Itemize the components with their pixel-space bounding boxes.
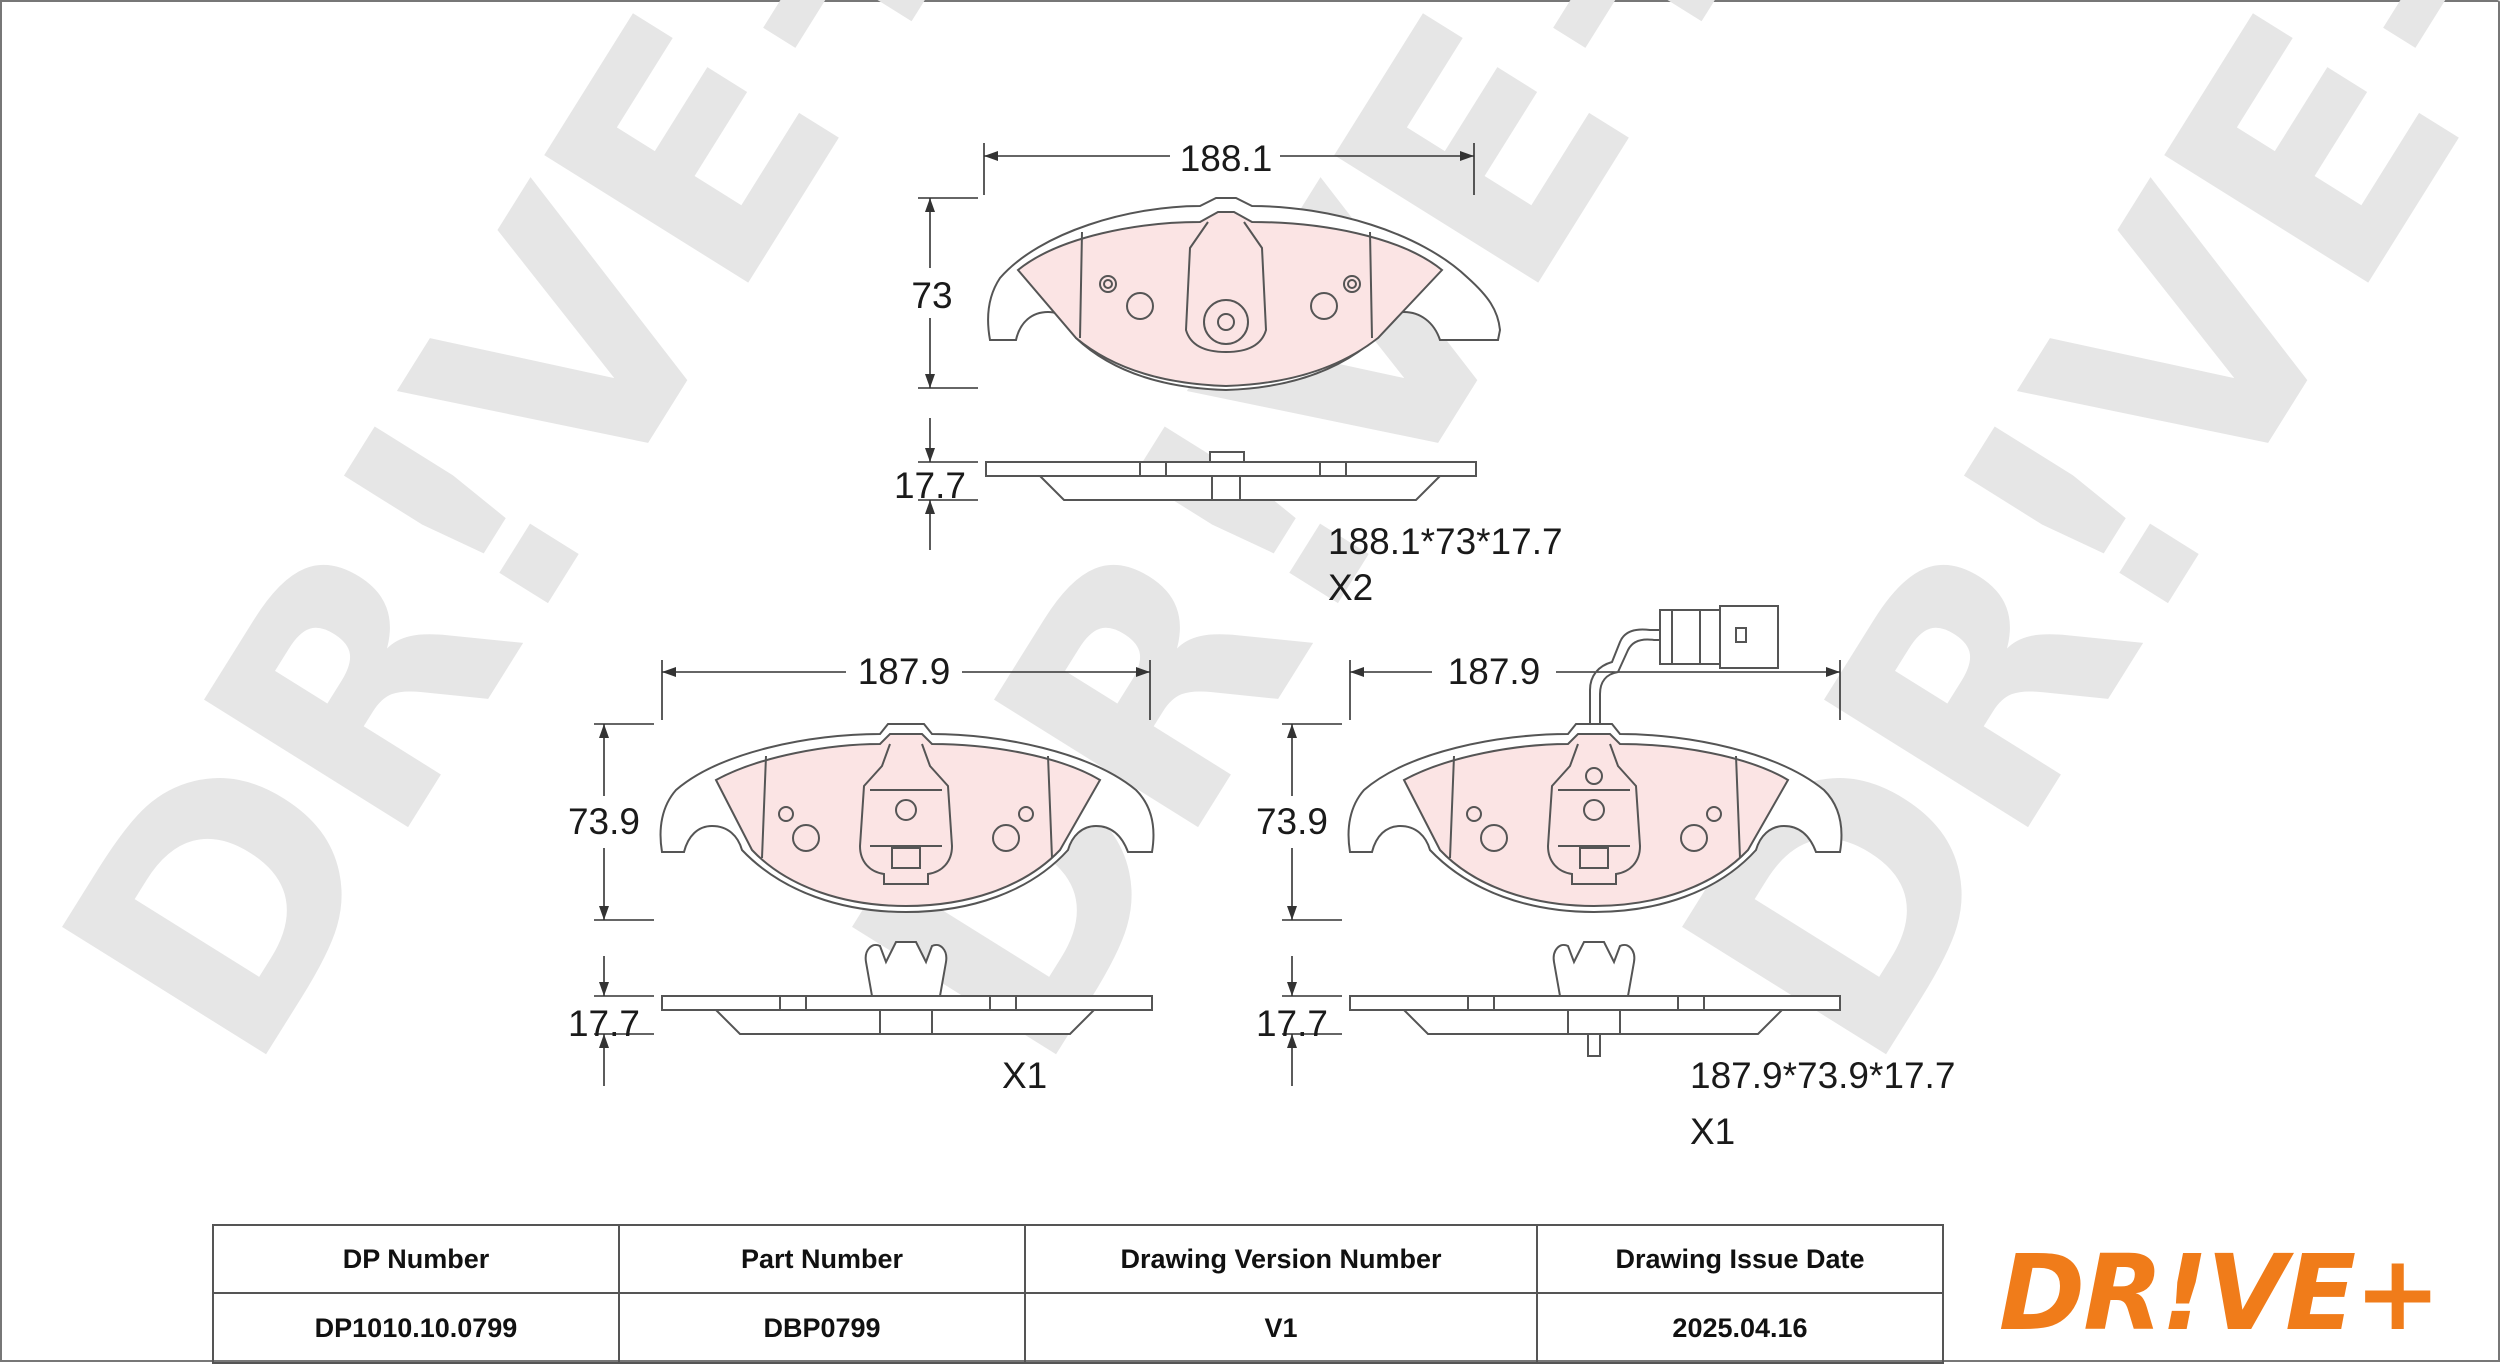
bottom-left-pad-quantity-label: X1 xyxy=(1002,1055,1047,1096)
bottom-right-pad-spec-label: 187.9*73.9*17.7 xyxy=(1690,1055,1955,1096)
bottom-right-pad-thickness-label: 17.7 xyxy=(1256,1003,1328,1044)
bottom-right-pad: 187.9 73.9 17.7 xyxy=(1256,605,1955,1152)
drawing-info-block: DP Number Part Number Drawing Version Nu… xyxy=(212,1224,2500,1364)
value-issue-date: 2025.04.16 xyxy=(1536,1292,1944,1364)
bottom-right-pad-height-label: 73.9 xyxy=(1256,801,1328,842)
header-part-number: Part Number xyxy=(618,1224,1026,1294)
top-pad-spec-label: 188.1*73*17.7 xyxy=(1328,521,1563,562)
top-pad-thickness-label: 17.7 xyxy=(894,465,966,506)
bottom-left-pad-thickness-label: 17.7 xyxy=(568,1003,640,1044)
bottom-left-pad-height-label: 73.9 xyxy=(568,801,640,842)
bottom-right-pad-width-label: 187.9 xyxy=(1448,651,1541,692)
brand-logo: DR!VE+ xyxy=(1938,1224,2500,1362)
drawing-info-table: DP Number Part Number Drawing Version Nu… xyxy=(212,1224,1944,1364)
value-part-number: DBP0799 xyxy=(618,1292,1026,1364)
top-pad-width-label: 188.1 xyxy=(1180,138,1273,179)
header-issue-date: Drawing Issue Date xyxy=(1536,1224,1944,1294)
top-pad-quantity-label: X2 xyxy=(1328,567,1373,608)
top-pad-height-label: 73 xyxy=(911,275,952,316)
value-dp-number: DP1010.10.0799 xyxy=(212,1292,620,1364)
bottom-left-pad: 187.9 73.9 17.7 X1 xyxy=(568,651,1155,1096)
info-value-row: DP1010.10.0799 DBP0799 V1 2025.04.16 xyxy=(212,1292,1944,1364)
bottom-left-pad-width-label: 187.9 xyxy=(858,651,951,692)
watermark-right: DR!VE+ xyxy=(1610,0,2500,1121)
value-drawing-version: V1 xyxy=(1024,1292,1538,1364)
top-pad: 188.1 73 17.7 188.1*73*17.7 X xyxy=(894,138,1563,608)
info-header-row: DP Number Part Number Drawing Version Nu… xyxy=(212,1224,1944,1294)
header-dp-number: DP Number xyxy=(212,1224,620,1294)
header-drawing-version: Drawing Version Number xyxy=(1024,1224,1538,1294)
brand-logo-text: DR!VE+ xyxy=(1998,1232,2442,1354)
bottom-right-pad-quantity-label: X1 xyxy=(1690,1111,1735,1152)
